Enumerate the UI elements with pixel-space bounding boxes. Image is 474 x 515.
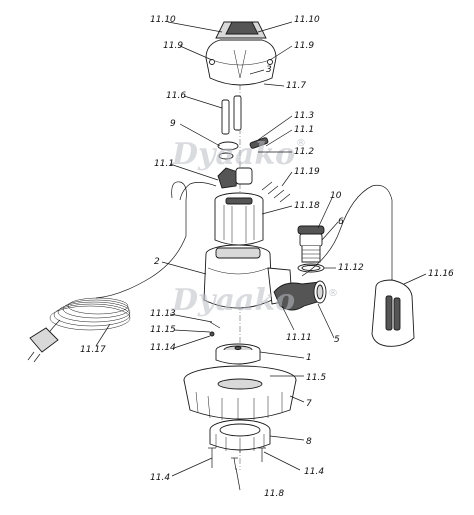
switch-parts	[217, 137, 269, 160]
top-cover-part	[205, 21, 277, 86]
watermark-bottom: Dyaako	[171, 283, 295, 318]
label-11-1-upper: 11.1	[294, 125, 314, 135]
power-cable-part	[27, 181, 217, 363]
label-11-9-left: 11.9	[163, 41, 183, 51]
label-11-8: 11.8	[264, 489, 284, 499]
label-11-9-right: 11.9	[294, 41, 314, 51]
label-11-16: 11.16	[428, 269, 454, 279]
label-11-14: 11.14	[150, 343, 176, 353]
part-labels: 11.10 11.10 11.9 11.9 3 11.7 11.6 11.3 9…	[80, 15, 454, 499]
rods-part	[221, 95, 242, 135]
label-11-15: 11.15	[150, 325, 176, 335]
label-10: 10	[330, 191, 342, 201]
label-11-11: 11.11	[286, 333, 312, 343]
hose-adapter-part	[297, 225, 325, 273]
impeller-part	[215, 343, 261, 365]
label-7: 7	[306, 399, 312, 409]
watermark-top-mark: ®	[296, 138, 306, 149]
watermark-bottom-mark: ®	[328, 288, 338, 299]
label-11-12: 11.12	[338, 263, 364, 273]
bottom-screws-part	[208, 447, 266, 471]
label-11-4-left: 11.4	[150, 473, 170, 483]
bottom-ring-part	[209, 419, 271, 453]
label-1: 1	[306, 353, 312, 363]
label-11-4-right: 11.4	[304, 467, 324, 477]
label-11-18: 11.18	[294, 201, 320, 211]
small-screw-part	[209, 321, 221, 337]
label-11-3: 11.3	[294, 111, 314, 121]
clamp-part	[217, 167, 253, 189]
label-5: 5	[334, 335, 340, 345]
label-11-19: 11.19	[294, 167, 320, 177]
label-6: 6	[338, 217, 344, 227]
screws-set-part	[261, 181, 291, 203]
label-3: 3	[266, 65, 272, 75]
label-11-6: 11.6	[166, 91, 186, 101]
label-11-10-right: 11.10	[294, 15, 320, 25]
base-part	[183, 365, 297, 421]
leader-lines	[95, 21, 427, 491]
label-11-7: 11.7	[286, 81, 306, 91]
label-9: 9	[170, 119, 176, 129]
float-switch-part	[301, 184, 415, 347]
label-11-10-left: 11.10	[150, 15, 176, 25]
label-11-17: 11.17	[80, 345, 106, 355]
label-11-2: 11.2	[294, 147, 314, 157]
label-11-13: 11.13	[150, 309, 176, 319]
outlet-elbow-part	[273, 280, 327, 311]
watermark-top: Dyaako	[171, 137, 295, 172]
label-11-1-left: 11.1	[154, 159, 174, 169]
label-8: 8	[306, 437, 312, 447]
motor-part	[214, 192, 264, 252]
label-2: 2	[154, 257, 160, 267]
label-11-5: 11.5	[306, 373, 326, 383]
